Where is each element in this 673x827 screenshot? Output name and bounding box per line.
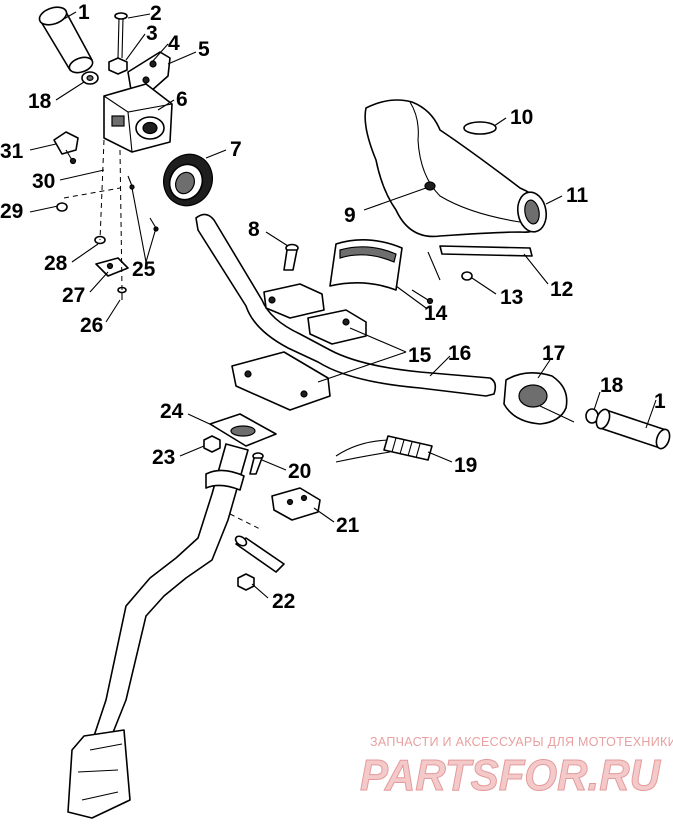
part-nut-23: [203, 435, 221, 453]
callout-16: 16: [448, 342, 471, 365]
callout-17: 17: [542, 342, 565, 365]
part-screw-2: [114, 12, 128, 59]
callout-8: 8: [248, 218, 260, 241]
callout-12: 12: [550, 278, 573, 301]
part-grip-right: [595, 408, 671, 450]
part-screw-29: [56, 202, 68, 212]
callout-15: 15: [408, 344, 432, 367]
callout-24: 24: [160, 400, 184, 423]
callout-28: 28: [44, 252, 68, 275]
callout-3: 3: [146, 22, 158, 45]
part-bolt-8: [283, 243, 299, 271]
callout-21: 21: [336, 514, 360, 537]
callout-20: 20: [288, 460, 311, 483]
part-throttle-housing-6: [103, 83, 173, 153]
part-switch-housing-17: [503, 372, 575, 425]
part-handlebar-16: [195, 213, 497, 397]
leader-lines: [29, 11, 657, 599]
callout-1-left: 1: [78, 1, 90, 24]
watermark-tagline: ЗАПЧАСТИ И АКСЕССУАРЫ ДЛЯ МОТОТЕХНИКИ: [370, 735, 673, 749]
callout-4: 4: [168, 32, 180, 55]
callout-18-right: 18: [600, 374, 624, 397]
part-switch-31: [53, 131, 79, 165]
callout-10: 10: [510, 106, 533, 129]
part-bolt-20: [249, 452, 264, 475]
part-screws-25: [127, 175, 159, 232]
part-strap-12: [439, 245, 533, 257]
watermark: ЗАПЧАСТИ И АКСЕССУАРЫ ДЛЯ МОТОТЕХНИКИ PA…: [360, 735, 673, 801]
callout-14: 14: [424, 302, 448, 325]
callout-13: 13: [500, 286, 523, 309]
part-screw-13: [461, 271, 473, 281]
callout-labels: 1 2 3 4 5 18 6 31 7 30 29 28 25 27 26 10…: [0, 1, 666, 613]
part-clamp-15: [231, 283, 367, 411]
part-screw-9: [424, 181, 436, 191]
callout-1-right: 1: [654, 390, 666, 413]
part-plate-27: [95, 257, 129, 277]
callout-18-left: 18: [28, 90, 52, 113]
part-steering-column: [67, 443, 249, 819]
callout-27: 27: [62, 284, 85, 307]
part-plate-24: [209, 413, 277, 447]
part-washer-18-left: [81, 71, 99, 85]
callout-31: 31: [0, 140, 24, 163]
callout-11: 11: [566, 184, 589, 207]
part-grip-left: [38, 6, 94, 74]
callout-2: 2: [150, 2, 162, 25]
part-block-21: [271, 487, 321, 521]
callout-23: 23: [152, 446, 175, 469]
callout-7: 7: [230, 138, 242, 161]
callout-19: 19: [454, 454, 477, 477]
callout-9: 9: [344, 204, 356, 227]
callout-5: 5: [198, 38, 210, 61]
part-spring-19: [335, 435, 433, 463]
callout-26: 26: [80, 314, 103, 337]
part-emblem-10: [463, 121, 497, 135]
callout-29: 29: [0, 200, 23, 223]
part-nut-3: [108, 57, 128, 75]
part-handlebar-pad-11: [364, 99, 548, 238]
watermark-logo: PARTSFOR.RU: [360, 751, 661, 800]
callout-22: 22: [272, 590, 295, 613]
part-ring-7: [163, 153, 213, 207]
callout-25: 25: [132, 258, 156, 281]
callout-6: 6: [176, 88, 188, 111]
callout-30: 30: [32, 170, 55, 193]
part-pin-22: [234, 535, 285, 591]
part-clamp-14: [329, 239, 434, 305]
